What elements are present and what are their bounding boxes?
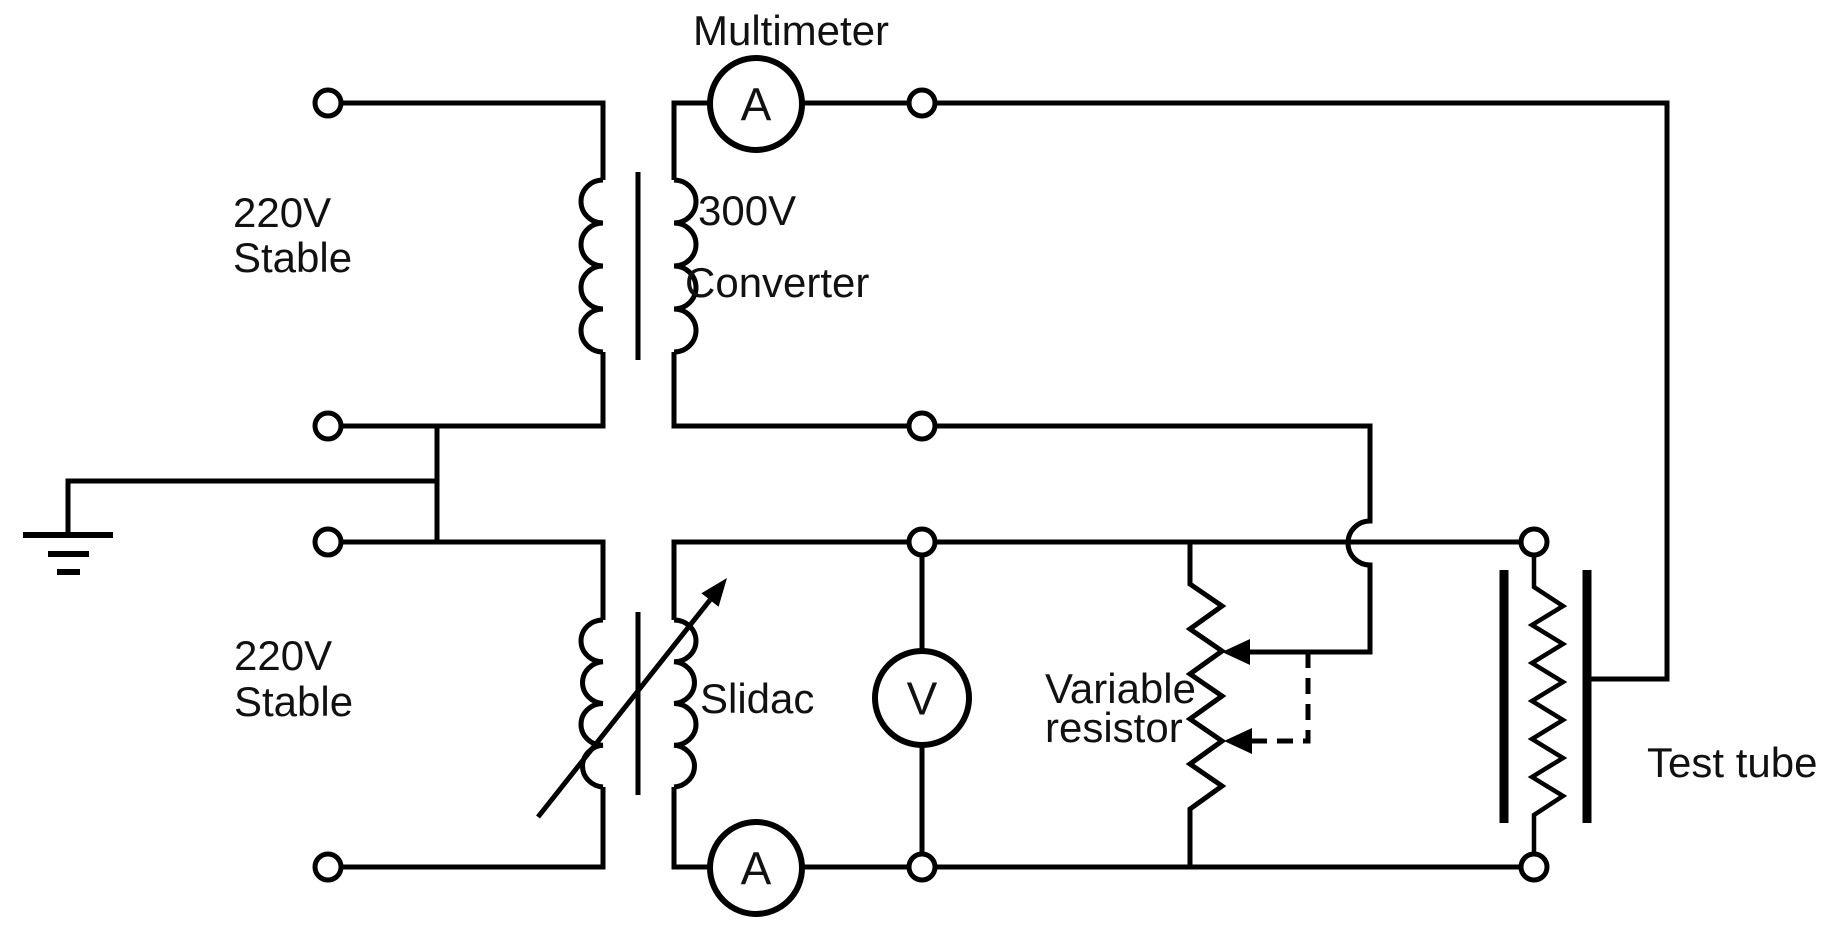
ground-symbol xyxy=(23,532,113,575)
test-tube xyxy=(1499,555,1592,854)
variable-resistor-zigzag xyxy=(1185,542,1227,867)
slidac-secondary-winding xyxy=(673,617,699,790)
terminal xyxy=(312,87,344,119)
wire-slidac-to-terminal xyxy=(671,539,909,620)
ammeter-top-letter: A xyxy=(741,79,772,131)
wiper-arrow-icon xyxy=(1222,639,1250,665)
wire-slidac-to-ammeter xyxy=(671,787,710,870)
ammeter-top-circle xyxy=(707,55,805,153)
multimeter-label: Multimeter xyxy=(693,7,889,54)
wire-row2-left xyxy=(341,352,606,429)
source-bottom-label-line1: 220V xyxy=(234,632,332,679)
meters: A A V xyxy=(707,55,972,917)
wire-top-left xyxy=(341,100,606,180)
wiper-dashed-link xyxy=(1252,652,1311,744)
voltmeter-circle xyxy=(872,648,972,748)
converter-label-line2: Converter xyxy=(685,259,869,306)
slidac-transformer xyxy=(536,578,727,819)
slidac-arrow-line xyxy=(536,598,712,819)
terminals xyxy=(312,87,1550,883)
wire-converter-to-ammeter xyxy=(671,100,710,180)
source-bottom-label-line2: Stable xyxy=(234,678,353,725)
source-top-label-line2: Stable xyxy=(233,234,352,281)
slidac-arrow-icon xyxy=(701,578,727,607)
converter-label-line1: 300V xyxy=(698,187,796,234)
variable-resistor-label-line2: resistor xyxy=(1045,704,1183,751)
variable-resistor xyxy=(1185,542,1311,867)
wire-row2-right xyxy=(671,352,909,429)
terminal xyxy=(906,526,938,558)
converter-primary-winding xyxy=(578,177,604,355)
wire-top-right-to-electrode xyxy=(935,100,1670,682)
source-top-label-line1: 220V xyxy=(233,189,331,236)
terminal xyxy=(906,87,938,119)
ammeter-bottom-circle xyxy=(707,819,805,917)
terminal xyxy=(1518,851,1550,883)
wire-row4-left xyxy=(341,787,606,870)
wire-row3-left xyxy=(341,539,606,620)
wires xyxy=(65,100,1670,870)
converter-transformer xyxy=(578,172,699,360)
slidac-label: Slidac xyxy=(700,675,814,722)
wiper-dashed-arrow-icon xyxy=(1224,728,1252,754)
terminal xyxy=(906,410,938,442)
test-tube-heater-zigzag xyxy=(1527,555,1568,854)
test-tube-label: Test tube xyxy=(1647,739,1817,786)
labels: Multimeter 300V Converter 220V Stable 22… xyxy=(233,7,1817,786)
terminal xyxy=(312,410,344,442)
converter-secondary-winding xyxy=(673,177,699,355)
terminal xyxy=(906,851,938,883)
wire-ground-tap xyxy=(65,478,437,534)
ammeter-bottom-letter: A xyxy=(741,843,772,895)
terminal xyxy=(312,526,344,558)
variable-resistor-label-line1: Variable xyxy=(1045,665,1196,712)
terminal xyxy=(1518,526,1550,558)
terminal xyxy=(312,851,344,883)
voltmeter-letter: V xyxy=(907,673,938,725)
